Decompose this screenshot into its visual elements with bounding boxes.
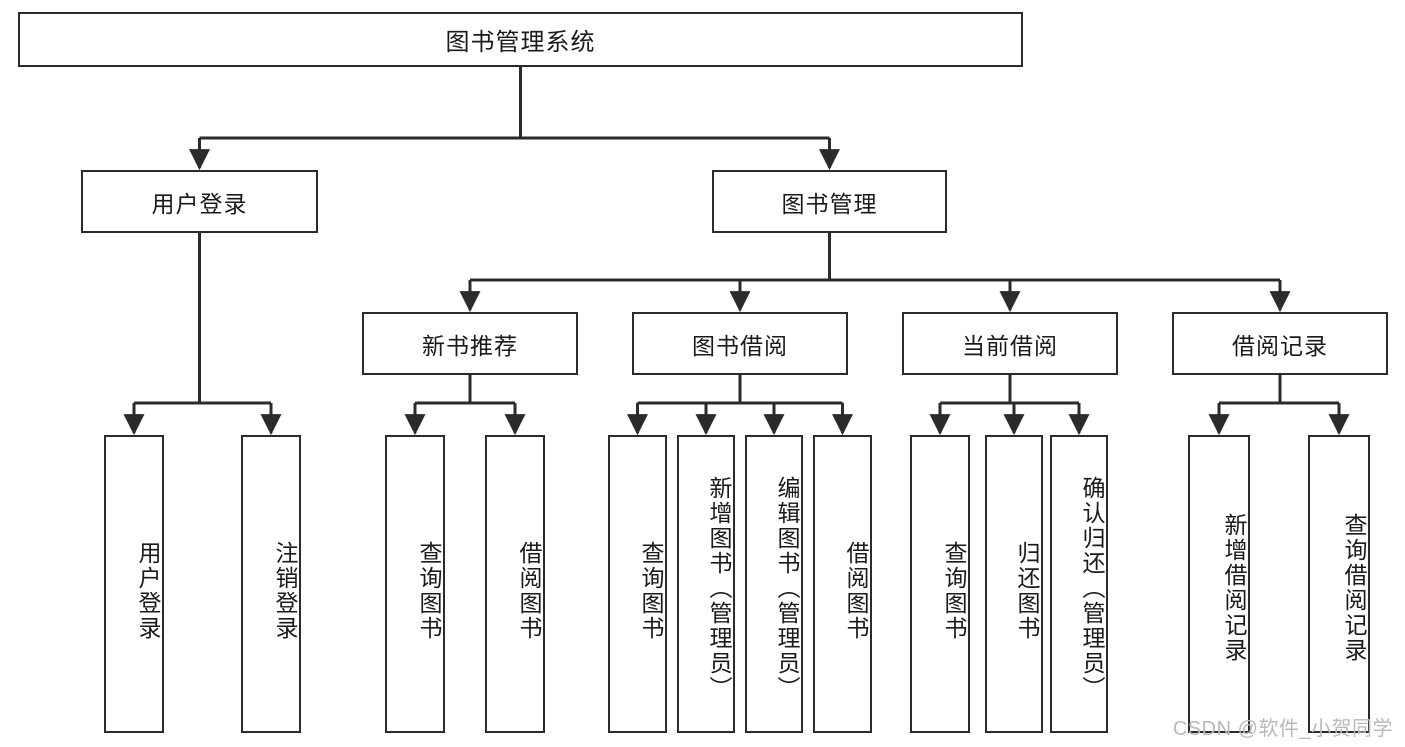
node-l5[interactable]: 查询图书 (608, 435, 667, 733)
node-label: 图书管理 (781, 190, 878, 217)
node-label: 新书推荐 (422, 332, 518, 359)
node-label: 借阅记录 (1232, 332, 1328, 359)
node-records[interactable]: 借阅记录 (1172, 312, 1388, 375)
node-label: 查询图书 (416, 541, 442, 641)
node-borrow[interactable]: 图书借阅 (632, 312, 848, 375)
node-l11[interactable]: 确认归还（管理员） (1050, 435, 1108, 733)
node-label: 用户登录 (135, 541, 161, 641)
node-current[interactable]: 当前借阅 (902, 312, 1118, 375)
node-label: 借阅图书 (843, 541, 869, 641)
node-label: 注销登录 (272, 541, 298, 641)
node-l4[interactable]: 借阅图书 (485, 435, 545, 733)
node-label: 归还图书 (1014, 541, 1040, 641)
node-l8[interactable]: 借阅图书 (813, 435, 872, 733)
node-l13[interactable]: 查询借阅记录 (1308, 435, 1370, 733)
node-label: 当前借阅 (962, 332, 1058, 359)
node-label: 查询图书 (638, 541, 664, 641)
node-label: 用户登录 (151, 190, 248, 217)
node-label: 新增图书（管理员） (706, 475, 732, 701)
node-label: 图书管理系统 (445, 29, 596, 56)
node-label: 图书借阅 (692, 332, 788, 359)
node-bookmgmt[interactable]: 图书管理 (712, 170, 947, 233)
node-root[interactable]: 图书管理系统 (18, 12, 1023, 67)
node-l1[interactable]: 用户登录 (104, 435, 164, 733)
node-label: 查询借阅记录 (1341, 513, 1367, 663)
node-l12[interactable]: 新增借阅记录 (1188, 435, 1250, 733)
node-label: 查询图书 (941, 541, 967, 641)
node-label: 编辑图书（管理员） (774, 475, 800, 701)
node-login[interactable]: 用户登录 (81, 170, 318, 233)
node-label: 新增借阅记录 (1221, 513, 1247, 663)
watermark-label: CSDN @软件_小贺同学 (1172, 718, 1393, 740)
node-newrec[interactable]: 新书推荐 (362, 312, 578, 375)
node-label: 确认归还（管理员） (1079, 475, 1105, 701)
node-l10[interactable]: 归还图书 (985, 435, 1043, 733)
node-l2[interactable]: 注销登录 (241, 435, 301, 733)
node-l6[interactable]: 新增图书（管理员） (677, 435, 735, 733)
node-label: 借阅图书 (516, 541, 542, 641)
node-l3[interactable]: 查询图书 (385, 435, 445, 733)
node-l9[interactable]: 查询图书 (910, 435, 970, 733)
node-l7[interactable]: 编辑图书（管理员） (745, 435, 803, 733)
